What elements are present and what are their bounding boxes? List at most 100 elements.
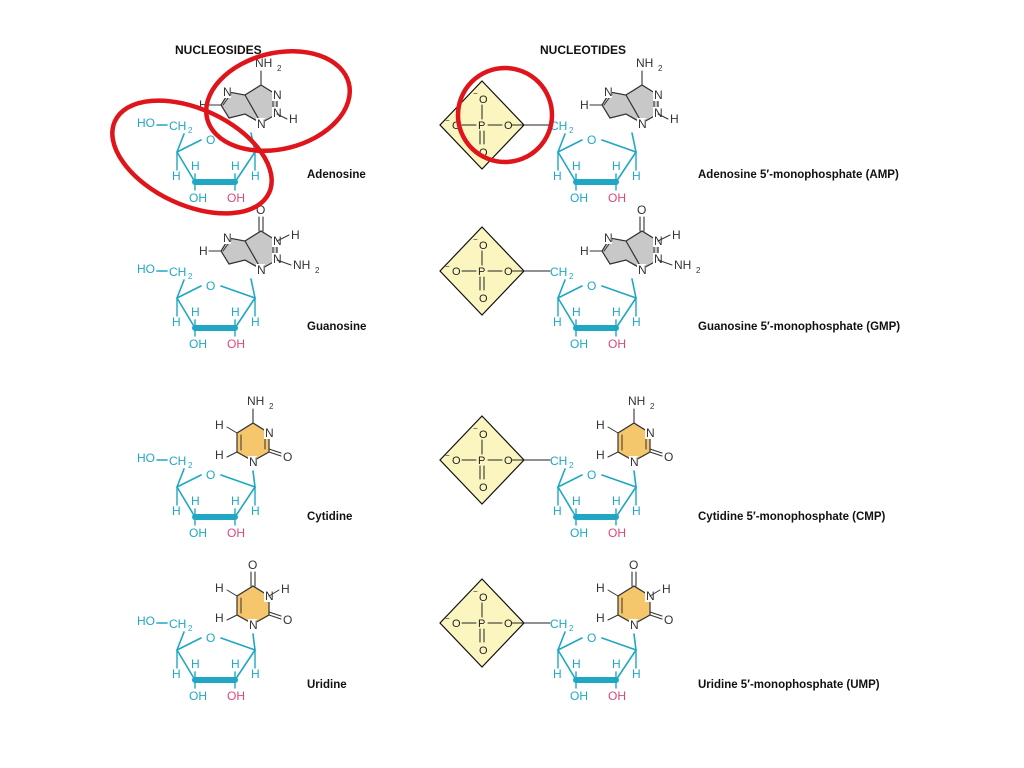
oxygen-label: O — [479, 240, 488, 252]
bond — [657, 113, 669, 120]
n9-label: N — [638, 117, 647, 131]
h-label: H — [572, 159, 581, 173]
charge-label: − — [473, 235, 478, 244]
oh-3-prime: OH — [570, 337, 588, 351]
oh-2-prime: OH — [227, 337, 245, 351]
n3-label: N — [646, 426, 655, 440]
h5-label: H — [596, 418, 605, 432]
h-label: H — [251, 504, 260, 518]
amino-label: NH — [293, 258, 310, 272]
h3-label: H — [281, 582, 290, 596]
ring-bond — [601, 474, 637, 488]
amino-label: NH — [674, 258, 691, 272]
n1-label: N — [654, 88, 663, 102]
bond — [557, 468, 566, 488]
n7-label: N — [223, 231, 232, 245]
phosphate-diamond — [439, 415, 525, 505]
ch2-label: CH — [169, 454, 186, 468]
amino-label: NH — [636, 56, 653, 70]
ring-oxygen: O — [206, 631, 215, 645]
glycosidic-bond — [631, 278, 637, 299]
subscript-2: 2 — [188, 461, 193, 470]
ring-bond — [176, 139, 202, 153]
h-label: H — [231, 305, 240, 319]
oh-2-prime: OH — [608, 337, 626, 351]
h-label: H — [632, 169, 641, 183]
bond — [226, 589, 238, 597]
h-label: H — [251, 169, 260, 183]
bond — [607, 426, 619, 434]
subscript-2: 2 — [188, 126, 193, 135]
h-label: H — [172, 504, 181, 518]
bond — [657, 259, 673, 266]
hydroxyl-label: HO — [137, 116, 155, 130]
h5-label: H — [215, 418, 224, 432]
nucleoside-name: Uridine — [307, 679, 347, 691]
nucleotide-name: Guanosine 5′-monophosphate (GMP) — [698, 321, 900, 333]
subscript-2: 2 — [696, 266, 701, 275]
bond — [276, 234, 290, 242]
ring-bond — [557, 486, 577, 518]
h-label: H — [191, 494, 200, 508]
nucleosides-header: NUCLEOSIDES — [175, 43, 262, 57]
oh-2-prime: OH — [227, 526, 245, 540]
oxo-label: O — [283, 450, 292, 464]
n1-label: N — [630, 618, 639, 632]
ring-oxygen: O — [587, 133, 596, 147]
bond — [649, 451, 663, 457]
ring-oxygen: O — [206, 133, 215, 147]
charge-label: − — [445, 614, 450, 623]
glycosidic-bond — [250, 278, 256, 299]
oh-3-prime: OH — [570, 191, 588, 205]
oh-2-prime: OH — [608, 689, 626, 703]
h5-label: H — [596, 581, 605, 595]
nucleotides-header: NUCLEOTIDES — [540, 43, 626, 57]
bond — [176, 133, 185, 153]
h-label: H — [632, 667, 641, 681]
ring-bond — [176, 637, 202, 651]
bond — [176, 279, 185, 299]
bond — [657, 234, 671, 242]
h8-label: H — [580, 244, 589, 258]
charge-label: − — [445, 262, 450, 271]
bond — [226, 426, 238, 434]
n3-label: N — [654, 252, 663, 266]
bond — [268, 614, 282, 620]
h-label: H — [172, 169, 181, 183]
ring-bond — [557, 474, 583, 488]
subscript-2: 2 — [569, 126, 574, 135]
oxygen-label: O — [479, 94, 488, 106]
bond — [268, 451, 282, 457]
n3-label: N — [273, 252, 282, 266]
h-label: H — [612, 305, 621, 319]
oxygen-label: O — [452, 266, 461, 278]
oxo-label: O — [283, 613, 292, 627]
h-label: H — [572, 494, 581, 508]
bond — [226, 614, 238, 621]
ring-oxygen: O — [587, 279, 596, 293]
h2-label: H — [289, 112, 298, 126]
bond — [268, 589, 280, 597]
ch2-label: CH — [550, 617, 567, 631]
subscript-2: 2 — [315, 266, 320, 275]
ring-bond — [615, 297, 637, 329]
oh-2-prime: OH — [608, 191, 626, 205]
bond — [557, 133, 566, 153]
h-label: H — [553, 315, 562, 329]
h6-label: H — [215, 611, 224, 625]
nucleotide-name: Adenosine 5′-monophosphate (AMP) — [698, 169, 899, 181]
oxo-label: O — [664, 450, 673, 464]
phosphorus-label: P — [478, 618, 485, 630]
ch2-label: CH — [169, 265, 186, 279]
ring-bond — [234, 649, 256, 681]
phosphate-diamond — [439, 226, 525, 316]
oxygen-label: O — [504, 266, 513, 278]
oxygen-label: O — [479, 293, 488, 305]
bond — [276, 259, 292, 266]
hydroxyl-label: HO — [137, 614, 155, 628]
ch2-label: CH — [169, 119, 186, 133]
